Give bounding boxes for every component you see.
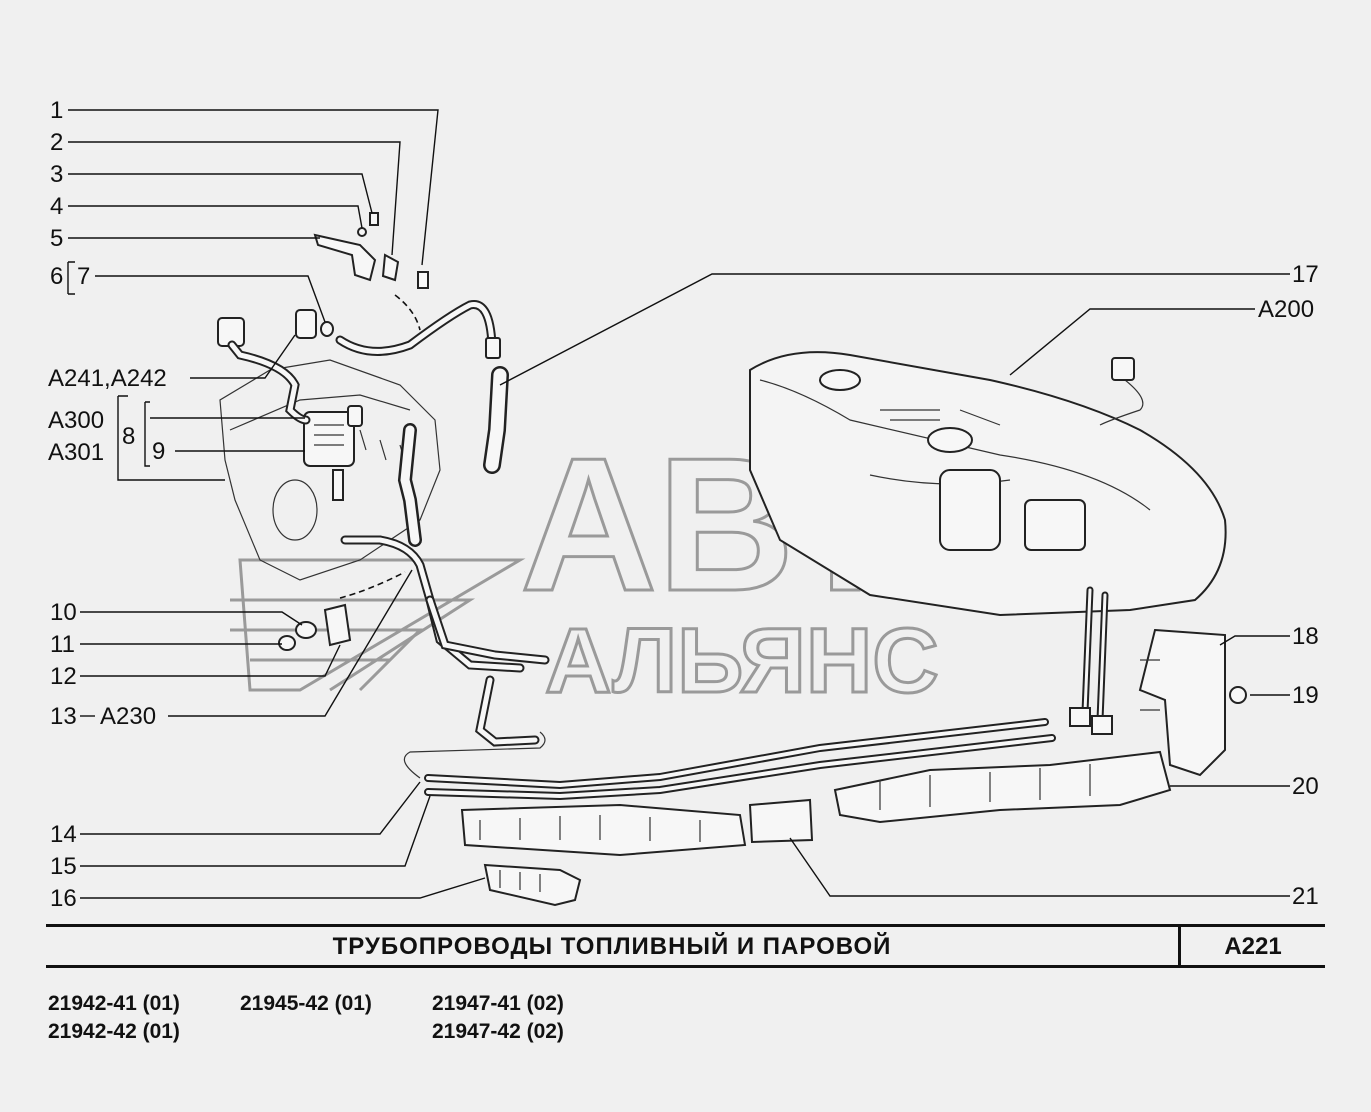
callout-7: 7 [77, 263, 90, 290]
model-code: 21942-42 (01) [48, 1020, 180, 1043]
o-ring-7 [320, 321, 334, 337]
engine-block [219, 359, 441, 581]
callout-3: 3 [50, 161, 63, 188]
callout-2: 2 [50, 129, 63, 156]
model-code: 21945-42 (01) [240, 992, 372, 1015]
callout-9: 9 [152, 438, 165, 465]
hose-17-upper [335, 300, 497, 356]
title-divider [1178, 927, 1181, 965]
watermark-line2: АЛЬЯНС [545, 610, 939, 712]
callout-20: 20 [1292, 773, 1319, 800]
bracket-parts [278, 603, 352, 651]
canister [303, 405, 363, 501]
callout-a300: A300 [48, 407, 104, 434]
model-code: 21947-41 (02) [432, 992, 564, 1015]
callout-12: 12 [50, 663, 77, 690]
callout-a301: A301 [48, 439, 104, 466]
callout-1: 1 [50, 97, 63, 124]
connector-a241 [217, 309, 317, 347]
fuel-tank [749, 351, 1227, 735]
callout-19: 19 [1292, 682, 1319, 709]
title-bar: ТРУБОПРОВОДЫ ТОПЛИВНЫЙ И ПАРОВОЙ A221 [46, 924, 1325, 968]
leader-lines [67, 109, 1290, 899]
callout-8: 8 [122, 423, 135, 450]
clip-rail-21 [460, 798, 814, 857]
model-code: 21947-42 (02) [432, 1020, 564, 1043]
callout-a200: A200 [1258, 296, 1314, 323]
callout-6: 6 [50, 263, 63, 290]
callout-18: 18 [1292, 623, 1319, 650]
long-fuel-lines [403, 718, 1056, 801]
page-title: ТРУБОПРОВОДЫ ТОПЛИВНЫЙ И ПАРОВОЙ [332, 933, 892, 960]
shield-18 [1138, 628, 1226, 777]
callout-11: 11 [50, 631, 75, 658]
callout-10: 10 [50, 599, 77, 626]
callout-14: 14 [50, 821, 77, 848]
callout-17: 17 [1292, 261, 1319, 288]
callout-4: 4 [50, 193, 63, 220]
watermark-logo-stripes [230, 558, 526, 692]
callout-15: 15 [50, 853, 77, 880]
callout-16: 16 [50, 885, 77, 912]
bracket-5 [313, 212, 429, 331]
page-code: A221 [1224, 933, 1282, 960]
hose-fitting [485, 337, 501, 359]
callout-a230: A230 [100, 703, 156, 730]
callout-5: 5 [50, 225, 63, 252]
clip-16 [483, 863, 582, 907]
callout-a241: A241,A242 [48, 365, 167, 392]
clip-rail-20 [833, 750, 1172, 824]
callout-21: 21 [1292, 883, 1319, 910]
callouts: 1 2 3 4 5 6 7 A241,A242 A300 8 9 A301 10… [48, 97, 1319, 912]
nut-19 [1229, 686, 1247, 704]
model-code: 21942-41 (01) [48, 992, 180, 1015]
callout-13: 13 [50, 703, 77, 730]
